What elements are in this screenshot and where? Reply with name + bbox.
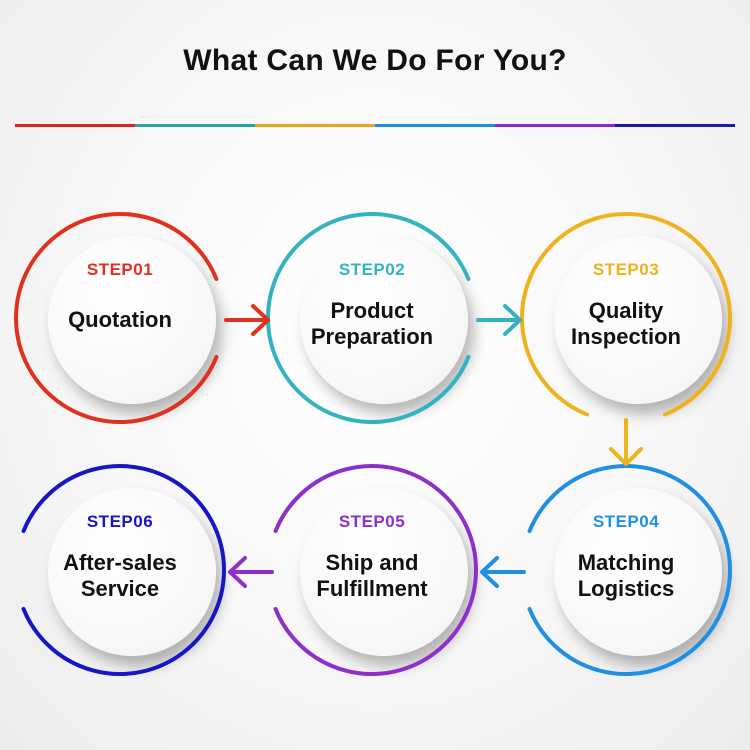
step-name: Quality Inspection (570, 298, 681, 349)
step-ring (527, 464, 732, 676)
step-01-quotation: STEP01 Quotation (10, 208, 230, 428)
page-title: What Can We Do For You? (183, 44, 567, 77)
step-name: Matching Logistics (577, 550, 675, 601)
divider-segment (375, 124, 495, 127)
step-02-product-preparation: STEP02 Product Preparation (262, 208, 482, 428)
divider-segment (495, 124, 615, 127)
step-ring (520, 212, 732, 417)
step-disc (300, 488, 468, 656)
step-name: Quotation (68, 307, 172, 332)
divider-segment (615, 124, 735, 127)
step-05-ship-and-fulfillment: STEP05 Ship and Fulfillment (262, 460, 482, 680)
step-label: STEP06 (86, 512, 154, 531)
title-divider (15, 124, 735, 127)
divider-segment (135, 124, 255, 127)
divider-segment (15, 124, 135, 127)
step-disc (300, 236, 468, 404)
step-label: STEP05 (338, 512, 406, 531)
step-ring (14, 212, 219, 424)
step-disc (554, 488, 722, 656)
step-03-quality-inspection: STEP03 Quality Inspection (516, 208, 736, 428)
step-06-after-sales-service: STEP06 After-sales Service (10, 460, 230, 680)
step-name: Ship and Fulfillment (316, 550, 428, 601)
step-disc (48, 488, 216, 656)
step-label: STEP01 (86, 260, 154, 279)
step-04-matching-logistics: STEP04 Matching Logistics (516, 460, 736, 680)
step-label: STEP02 (338, 260, 406, 279)
step-name: Product Preparation (310, 298, 434, 349)
divider-segment (255, 124, 375, 127)
step-ring (21, 464, 226, 676)
step-label: STEP04 (592, 512, 660, 531)
step-disc (48, 236, 216, 404)
step-name: After-sales Service (63, 550, 177, 601)
step-label: STEP03 (592, 260, 660, 279)
step-ring (273, 464, 478, 676)
step-disc (554, 236, 722, 404)
